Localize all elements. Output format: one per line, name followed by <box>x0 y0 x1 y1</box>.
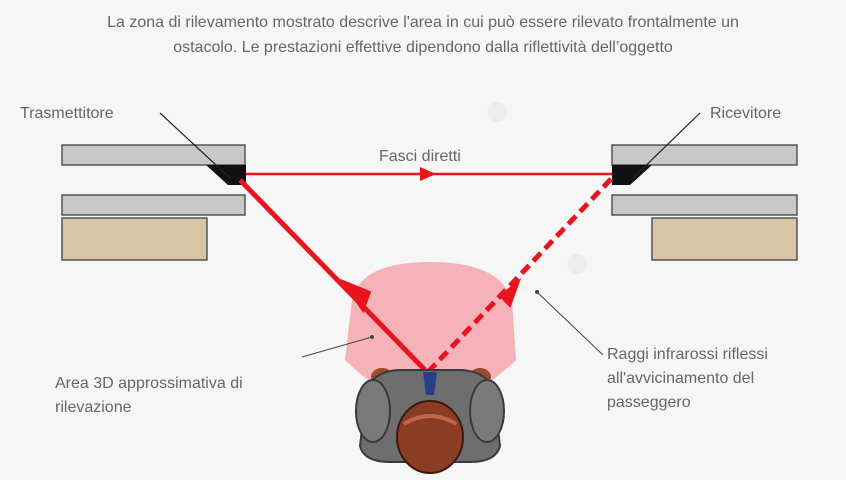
receiver-lower-panel <box>611 194 798 216</box>
passenger-left-shoulder <box>355 379 391 443</box>
reflected-rays-leader-line <box>536 291 604 356</box>
emitted-beam-arrowhead <box>340 278 372 314</box>
detection-area-leader-line <box>301 336 373 358</box>
passenger-figure <box>355 368 505 474</box>
emitted-beam-line <box>238 178 427 372</box>
receiver-upper-panel <box>611 144 798 166</box>
passenger-right-shoulder <box>469 379 505 443</box>
transmitter-leader-line <box>159 112 231 179</box>
passenger-head <box>396 400 464 474</box>
transmitter-upper-panel <box>61 144 246 166</box>
detection-zone <box>345 262 516 404</box>
transmitter-base <box>61 217 208 261</box>
background-dot <box>487 102 507 122</box>
passenger-hair <box>402 414 458 426</box>
reflected-beam-arrowhead <box>498 278 522 308</box>
reflected-rays-leader-dot <box>535 290 539 294</box>
receiver-sensor <box>612 165 652 185</box>
detection-area-leader-dot <box>370 335 374 339</box>
transmitter-lower-panel <box>61 194 246 216</box>
direct-beams-label: Fasci diretti <box>379 148 461 165</box>
receiver-leader-line <box>632 112 701 179</box>
reflected-beam-line <box>426 176 614 374</box>
diagram-caption: La zona di rilevamento mostrato descrive… <box>107 14 739 56</box>
reflected-rays-label: Raggi infrarossi riflessi all'avviciname… <box>607 346 768 411</box>
direct-beam-arrowhead <box>420 167 436 181</box>
transmitter-label: Trasmettitore <box>20 105 114 122</box>
detection-area-label: Area 3D approssimativa di rilevazione <box>55 375 243 416</box>
receiver-label: Ricevitore <box>710 105 782 122</box>
passenger-tie <box>423 372 437 395</box>
background-dot <box>567 254 587 274</box>
receiver-base <box>651 217 798 261</box>
